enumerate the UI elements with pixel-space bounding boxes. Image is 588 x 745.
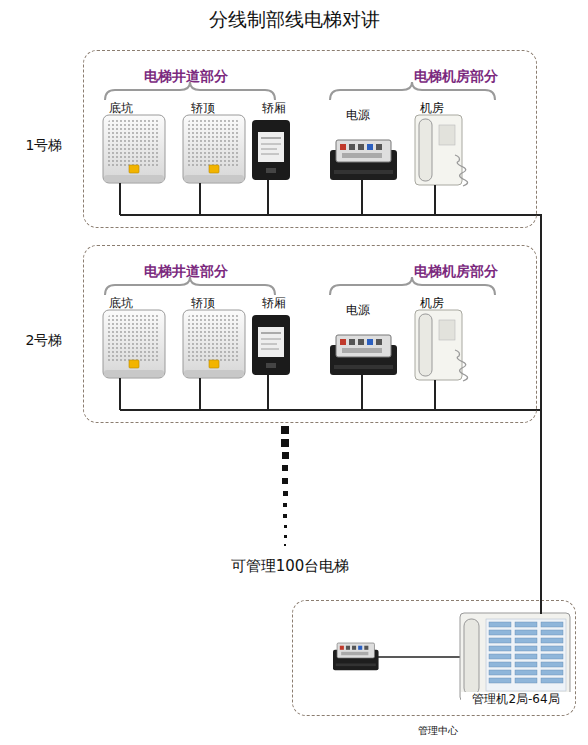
section-heading: 电梯机房部分 [381,68,531,85]
elevator-group: 1号梯电梯井道部分电梯机房部分底坑轿顶轿厢电源机房 [83,50,537,228]
center-label: 管理中心 [388,725,488,737]
management-console: 管理机2局-64局 [461,614,571,702]
device: 轿顶 [184,101,247,183]
device: 电源 [331,108,399,183]
device-label: 机房 [420,101,460,115]
device: 轿厢 [253,296,293,376]
device-label: 机房 [420,296,460,310]
device-label: 轿顶 [191,101,231,115]
bus-wire [537,215,541,614]
device: 机房 [416,296,464,381]
device: 底坑 [104,296,167,378]
console-label: 管理机2局-64局 [461,692,571,706]
section-heading: 电梯井道部分 [111,68,261,85]
section-heading: 电梯机房部分 [381,263,531,280]
management-center: 管理中心管理机2局-64局 [292,600,576,716]
device: 底坑 [104,101,167,183]
device-label: 底坑 [109,101,149,115]
elevator-number: 2号梯 [16,332,72,349]
section-heading: 电梯井道部分 [111,263,261,280]
device: 轿顶 [184,296,247,378]
bus-wire [537,410,541,614]
diagram-title: 分线制部线电梯对讲 [94,8,494,31]
device: 电源 [331,303,399,378]
device-label: 轿厢 [262,296,302,310]
device: 轿厢 [253,101,293,181]
device-label: 电源 [346,303,386,317]
note: 可管理100台电梯 [190,557,390,575]
device-label: 底坑 [109,296,149,310]
device-label: 轿厢 [262,101,302,115]
device-label: 电源 [346,108,386,122]
elevator-number: 1号梯 [16,137,72,154]
device-label: 轿顶 [191,296,231,310]
device: 机房 [416,101,464,186]
elevator-group: 2号梯电梯井道部分电梯机房部分底坑轿顶轿厢电源机房 [83,245,537,423]
